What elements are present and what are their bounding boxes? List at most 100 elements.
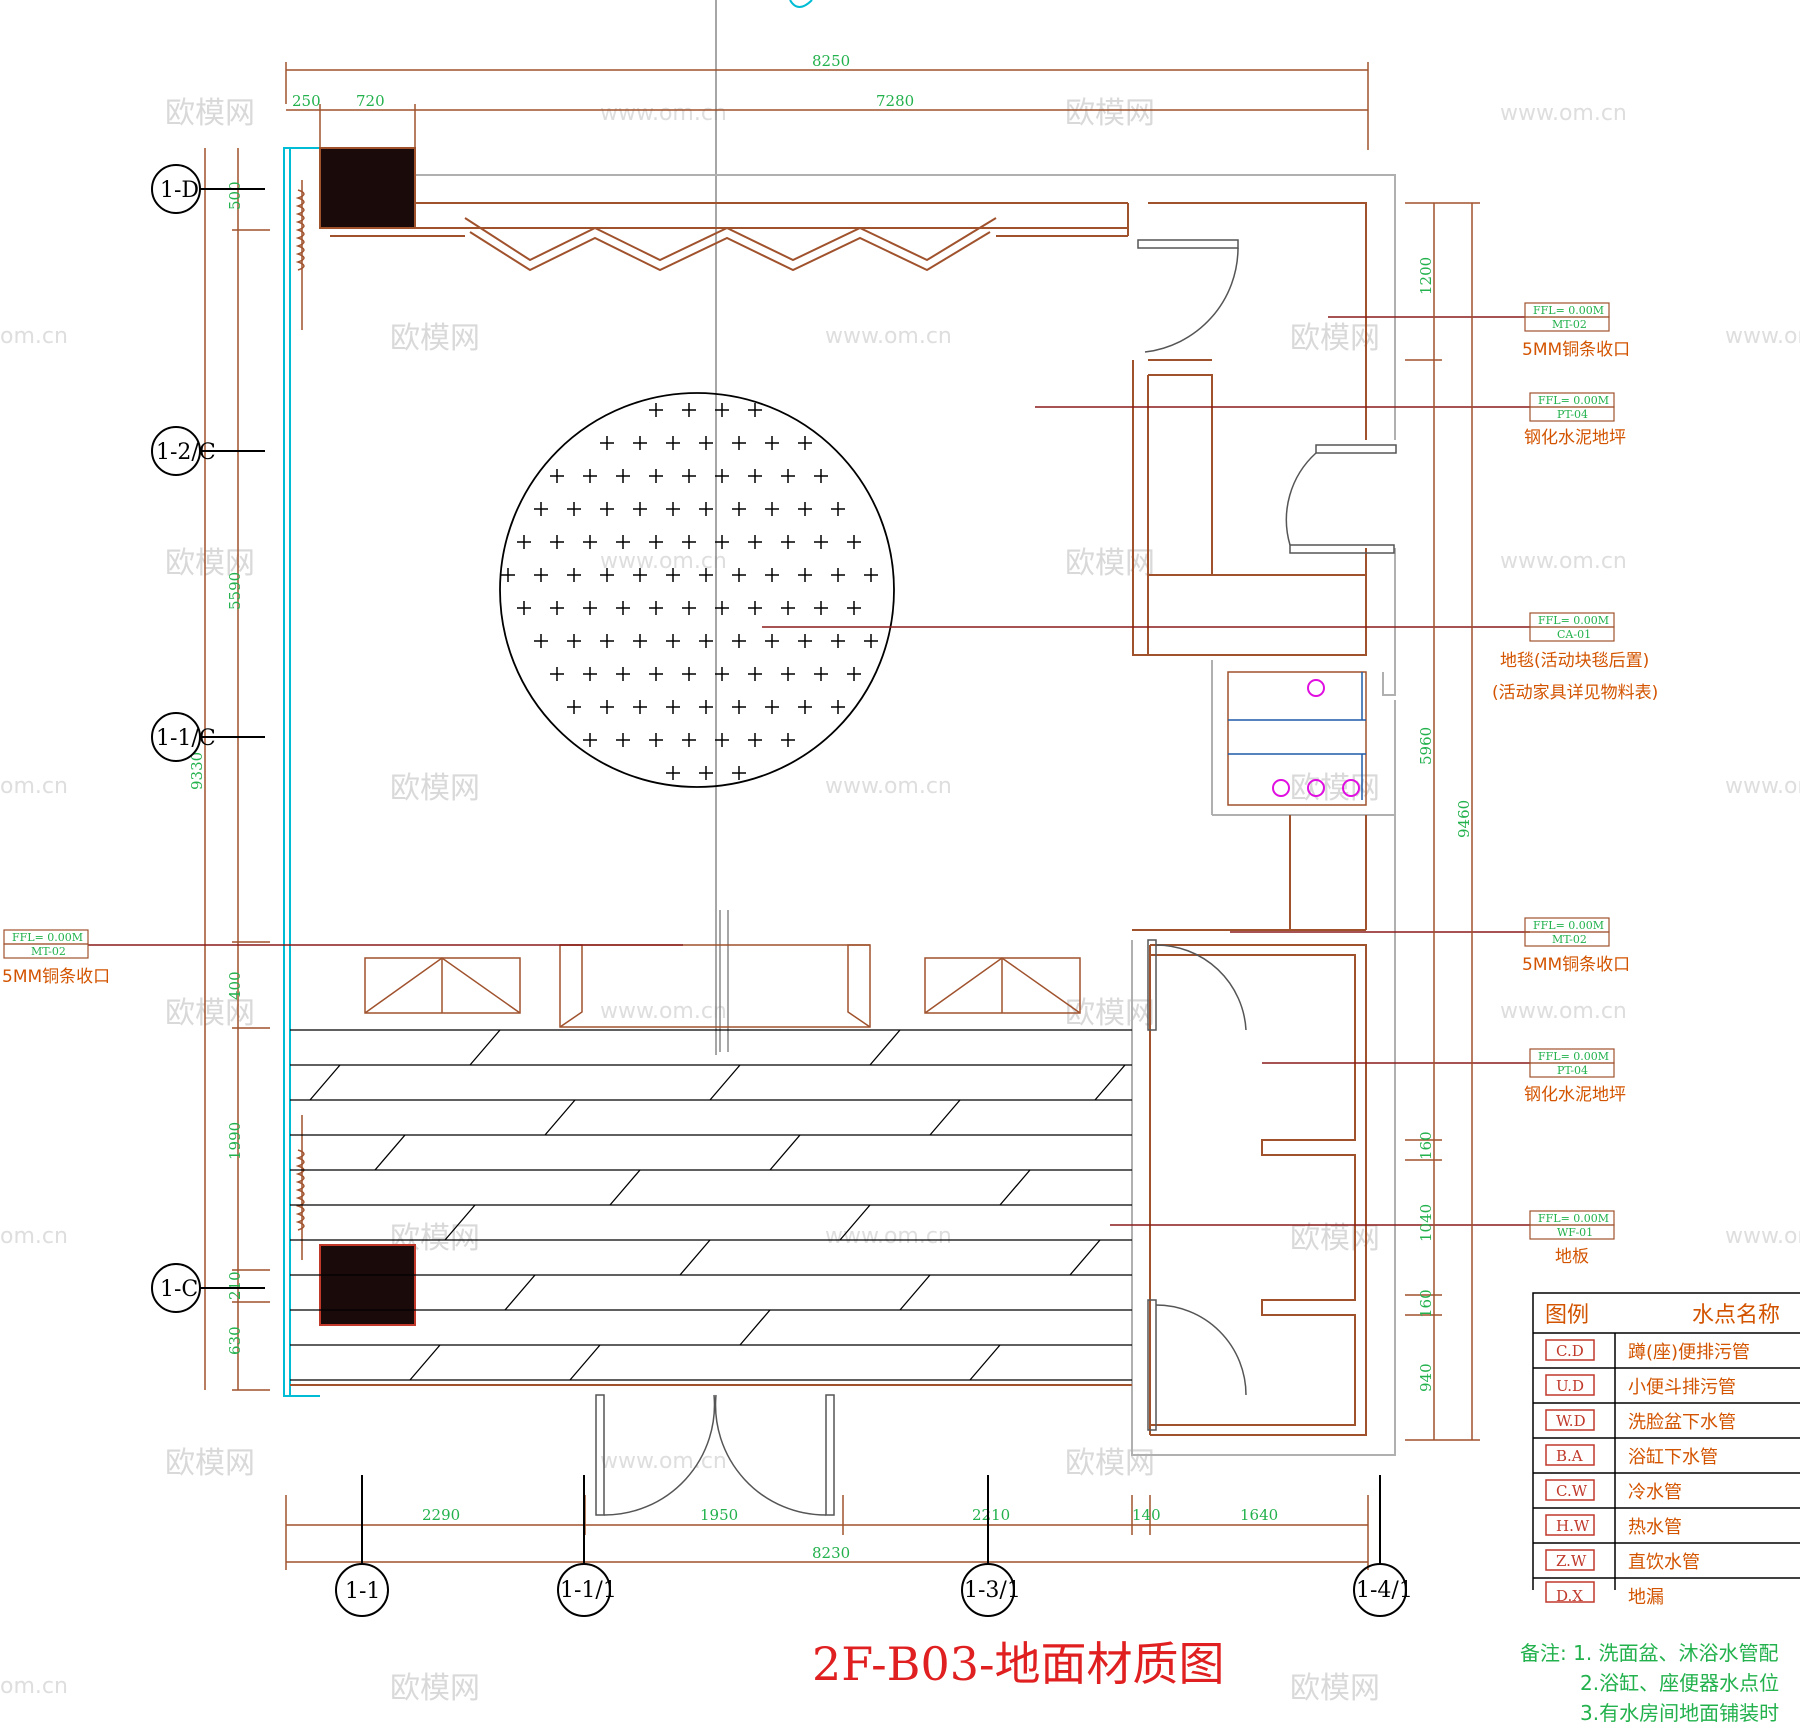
material-tag: FFL= 0.00M PT-04 钢化水泥地坪	[1524, 1048, 1626, 1105]
watermark-logo: 欧模网	[165, 546, 255, 581]
tag-code: WF-01	[1557, 1226, 1593, 1239]
remark-line-3: 3.有水房间地面铺装时	[1580, 1701, 1779, 1725]
legend-code: W.D	[1556, 1412, 1586, 1430]
tag-note: 5MM铜条收口	[1522, 955, 1630, 975]
round-carpet	[499, 392, 895, 788]
legend-name: 蹲(座)便排污管	[1628, 1342, 1750, 1363]
watermark-logo: 欧模网	[1065, 1446, 1155, 1481]
tag-note-secondary: (活动家具详见物料表)	[1492, 683, 1658, 703]
axis-bubbles-bottom	[335, 1475, 1407, 1617]
material-tag: FFL= 0.00M MT-02 5MM铜条收口	[1522, 917, 1630, 975]
dim-top-total: 8250	[812, 52, 850, 70]
dim-left-5590: 5590	[226, 572, 244, 610]
top-dimensions	[285, 62, 1369, 150]
dim-bottom-140: 140	[1132, 1506, 1161, 1524]
legend-code: U.D	[1556, 1377, 1584, 1395]
dim-right-1200: 1200	[1417, 257, 1435, 295]
watermark-url: www.om.cn	[600, 101, 727, 126]
tag-ffl: FFL= 0.00M	[1538, 1050, 1609, 1063]
dim-right-160b: 160	[1417, 1289, 1435, 1318]
tag-code: MT-02	[31, 945, 66, 958]
legend-code: C.D	[1556, 1342, 1584, 1360]
right-dimensions	[1405, 202, 1480, 1441]
dim-left-500: 500	[226, 181, 244, 210]
legend-code: C.W	[1556, 1482, 1588, 1500]
legend-name: 冷水管	[1628, 1482, 1682, 1503]
legend-header-left: 图例	[1545, 1303, 1589, 1328]
watermark-url: www.om.cn	[1500, 549, 1627, 574]
legend-code: Z.W	[1556, 1552, 1587, 1570]
dim-top-250: 250	[292, 92, 321, 110]
structural-column	[319, 147, 416, 229]
wood-floor	[290, 1029, 1132, 1381]
axis-label-1-2c: 1-2/C	[156, 440, 216, 465]
drawing-title: 2F-B03-地面材质图	[812, 1637, 1225, 1691]
watermark-logo: 欧模网	[165, 1446, 255, 1481]
structural-column	[319, 1244, 416, 1326]
legend-name: 热水管	[1628, 1517, 1682, 1538]
leader-lines	[88, 316, 1530, 1226]
dim-bottom-2210: 2210	[972, 1506, 1010, 1524]
legend-name: 小便斗排污管	[1628, 1377, 1736, 1398]
dim-right-5960: 5960	[1417, 727, 1435, 765]
glass-curtain-wall	[283, 147, 320, 1397]
washroom-fixtures	[1227, 671, 1367, 806]
tag-code: PT-04	[1557, 408, 1588, 421]
curtain-coil	[295, 180, 305, 1260]
legend-header-right: 水点名称	[1692, 1303, 1780, 1328]
dim-left-1990: 1990	[226, 1122, 244, 1160]
tag-ffl: FFL= 0.00M	[1538, 394, 1609, 407]
tag-note: 钢化水泥地坪	[1524, 428, 1626, 448]
interior-walls	[290, 202, 1367, 1436]
watermarks: 欧模网 www.om.cn 欧模网 www.om.cn om.cn 欧模网 ww…	[0, 96, 1800, 1706]
tag-ffl: FFL= 0.00M	[1538, 614, 1609, 627]
legend-name: 地漏	[1628, 1587, 1664, 1608]
material-tag: FFL= 0.00M PT-04 钢化水泥地坪	[1524, 392, 1626, 448]
tag-ffl: FFL= 0.00M	[1533, 304, 1604, 317]
dim-left-210: 210	[226, 1271, 244, 1300]
watermark-url: www.om.cn	[600, 999, 727, 1024]
dim-right-1040: 1040	[1417, 1204, 1435, 1242]
north-arrow-fragment	[789, 0, 813, 8]
legend-name: 洗脸盆下水管	[1628, 1412, 1736, 1433]
tag-code: PT-04	[1557, 1064, 1588, 1077]
watermark-logo: 欧模网	[390, 321, 480, 356]
dim-right-160a: 160	[1417, 1131, 1435, 1160]
watermark-url: www.om.cn	[1500, 999, 1627, 1024]
watermark-logo: 欧模网	[1065, 546, 1155, 581]
remark-line-2: 2.浴缸、座便器水点位	[1580, 1671, 1779, 1695]
axis-label-1-4-1: 1-4/1	[1356, 1578, 1413, 1603]
doors	[595, 239, 1397, 1516]
dim-right-940: 940	[1417, 1363, 1435, 1392]
tag-note: 地板	[1555, 1247, 1589, 1267]
watermark-url: www.om.cn	[1725, 774, 1800, 799]
watermark-url: www.om.cn	[1500, 101, 1627, 126]
dim-left-total: 9330	[188, 752, 206, 790]
tag-note: 5MM铜条收口	[1522, 340, 1630, 360]
remark-line-1: 备注: 1. 洗面盆、沐浴水管配	[1520, 1641, 1779, 1665]
watermark-url: om.cn	[0, 774, 68, 799]
watermark-logo: 欧模网	[165, 996, 255, 1031]
outer-wall-right	[415, 174, 1396, 1456]
axis-label-1-1: 1-1	[345, 1579, 380, 1604]
tag-code: MT-02	[1552, 933, 1587, 946]
watermark-logo: 欧模网	[1290, 1671, 1380, 1706]
dim-bottom-1640: 1640	[1240, 1506, 1278, 1524]
tag-code: CA-01	[1557, 628, 1591, 641]
tag-note: 地毯(活动块毯后置)	[1500, 651, 1649, 671]
legend-name: 直饮水管	[1628, 1552, 1700, 1573]
dim-left-630: 630	[226, 1326, 244, 1355]
dim-bottom-1950: 1950	[700, 1506, 738, 1524]
watermark-logo: 欧模网	[165, 96, 255, 131]
dim-bottom-2290: 2290	[422, 1506, 460, 1524]
axis-label-1-c: 1-C	[160, 1277, 198, 1302]
watermark-logo: 欧模网	[390, 771, 480, 806]
axis-bubbles-left	[151, 164, 265, 1313]
dim-top-7280: 7280	[876, 92, 914, 110]
axis-label-1-1-1: 1-1/1	[560, 1578, 617, 1603]
dim-right-9460: 9460	[1455, 800, 1473, 838]
tag-ffl: FFL= 0.00M	[12, 931, 83, 944]
dim-top-720: 720	[356, 92, 385, 110]
dim-bottom-total: 8230	[812, 1544, 850, 1562]
